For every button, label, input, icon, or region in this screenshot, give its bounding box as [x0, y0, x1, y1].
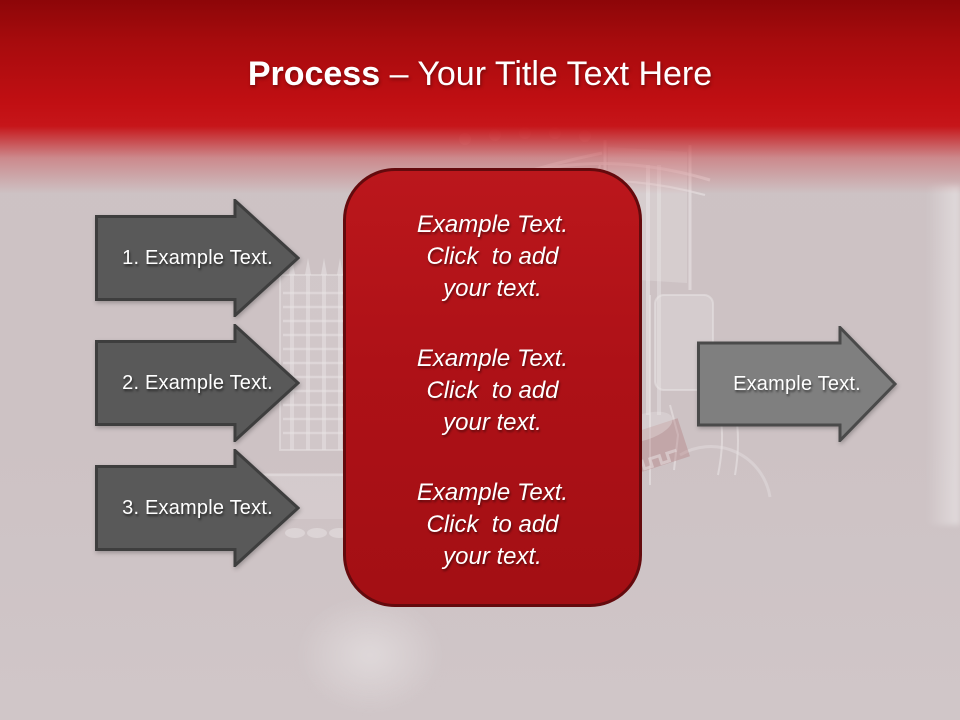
right-block-arrow-icon: [95, 324, 300, 442]
title-emphasis: Process: [247, 55, 381, 93]
callout-paragraph-1: Example Text. Click to add your text.: [416, 210, 569, 302]
process-arrow-3: 3. Example Text.: [95, 449, 300, 567]
callout-text-box: Example Text. Click to add your text. Ex…: [343, 168, 642, 607]
output-arrow: Example Text.: [697, 326, 897, 442]
right-block-arrow-icon: [95, 449, 300, 567]
header-band: [0, 0, 960, 200]
process-arrow-2-label: 2. Example Text.: [122, 371, 273, 394]
process-arrow-3-label: 3. Example Text.: [122, 496, 273, 519]
output-arrow-label: Example Text.: [733, 372, 861, 395]
process-arrow-2: 2. Example Text.: [95, 324, 300, 442]
background-light-band: [926, 185, 960, 525]
process-arrow-1-label: 1. Example Text.: [122, 246, 273, 269]
callout-paragraph-3: Example Text. Click to add your text.: [416, 478, 569, 570]
process-arrow-1: 1. Example Text.: [95, 199, 300, 317]
right-block-arrow-icon: [697, 326, 897, 442]
slide-title: Process – Your Title Text Here: [0, 54, 960, 94]
background-floor-glow: [295, 595, 445, 715]
right-block-arrow-icon: [95, 199, 300, 317]
callout-paragraph-2: Example Text. Click to add your text.: [416, 344, 569, 436]
title-rest: – Your Title Text Here: [389, 55, 713, 93]
